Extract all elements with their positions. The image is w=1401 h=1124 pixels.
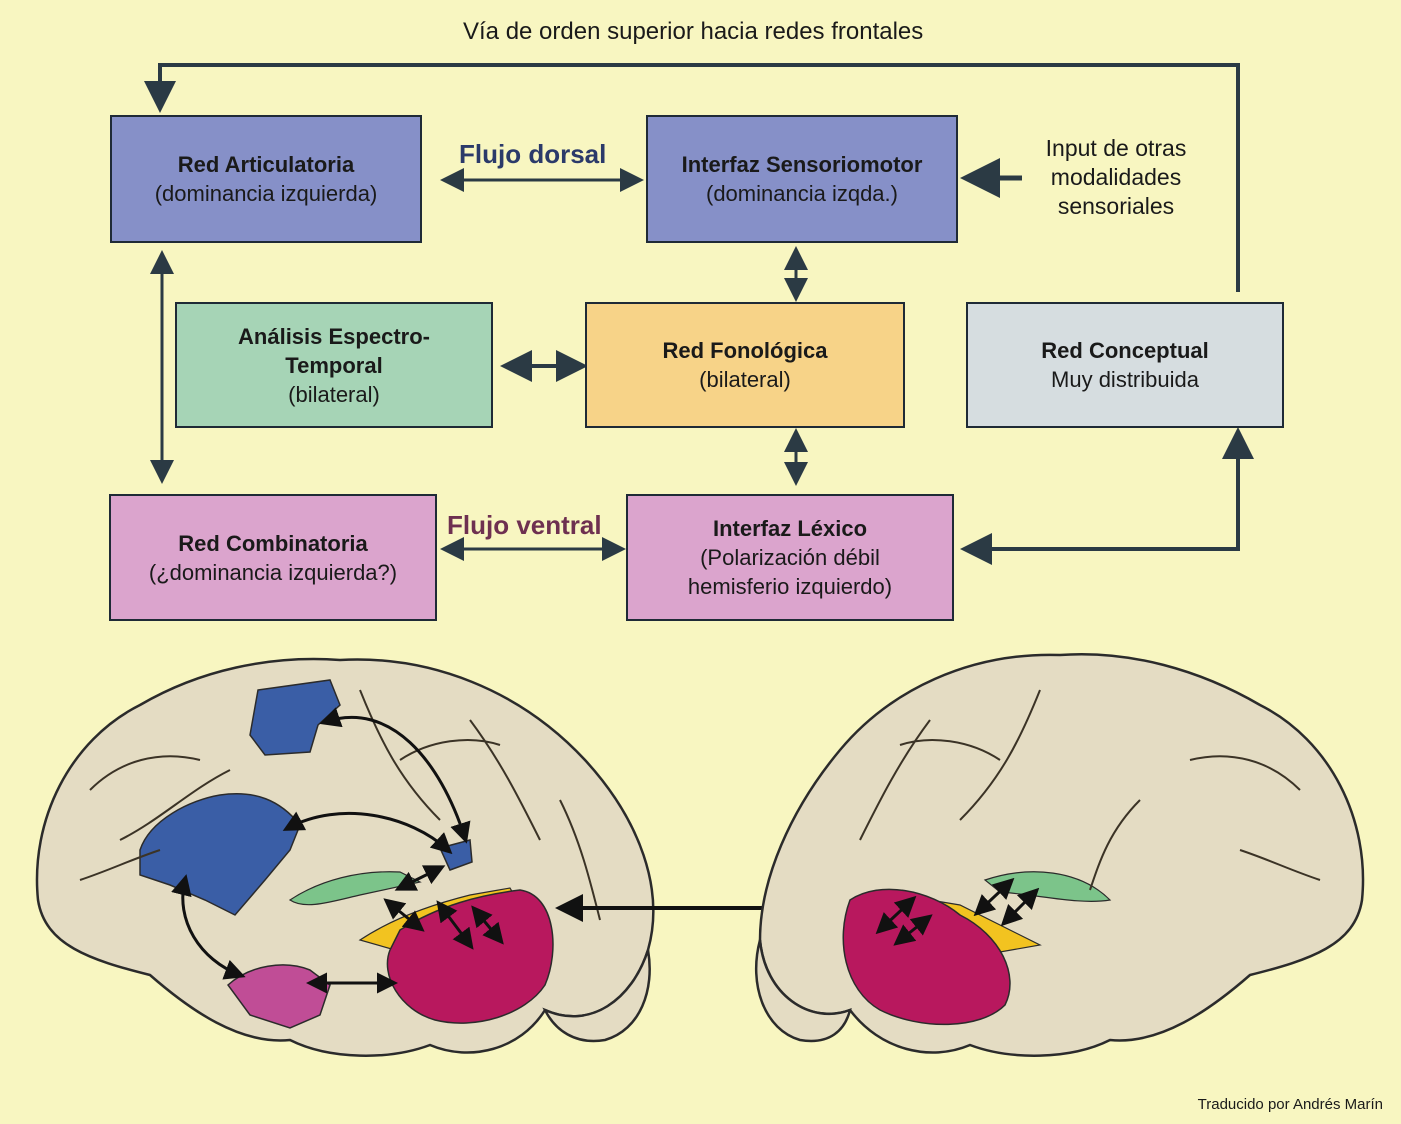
- box-title: Red Articulatoria: [177, 152, 355, 177]
- lexical-interface-box: Interfaz Léxico (Polarización débil hemi…: [626, 494, 954, 621]
- box-title: Red Conceptual: [1041, 338, 1209, 363]
- right-cerebellum: [755, 939, 852, 1043]
- left-cerebellum: [542, 949, 651, 1043]
- right-arrow-b: [1000, 887, 1040, 927]
- right-arrow-d: [893, 914, 933, 946]
- box-subtitle: (dominancia izquierda): [154, 181, 378, 206]
- box-subtitle: (¿dominancia izquierda?): [148, 559, 398, 585]
- box-title: Interfaz Sensoriomotor: [681, 152, 923, 177]
- left-internal-arrows: [171, 707, 504, 994]
- right-gyri-lines: [859, 689, 1321, 891]
- box-title: Análisis Espectro-Temporal: [238, 323, 430, 378]
- dorsal-stream-label: Flujo dorsal: [459, 139, 607, 169]
- box-subtitle: (Polarización débil hemisferio izquierdo…: [687, 545, 893, 599]
- left-arrow-mid: [282, 811, 453, 855]
- box-title: Interfaz Léxico: [712, 516, 868, 541]
- region-magenta: [386, 889, 554, 1024]
- conceptual-lexical-connector: [960, 427, 1254, 565]
- left-arrow-a: [394, 865, 446, 891]
- region-blue-upper: [249, 679, 341, 756]
- credit-text: Traducido por Andrés Marín: [1197, 1096, 1383, 1113]
- left-arrow-d: [471, 905, 504, 945]
- left-hemisphere: [35, 657, 655, 1057]
- right-brain-outline: [758, 653, 1365, 1057]
- top-path-label: Vía de orden superior hacia redes fronta…: [463, 18, 924, 45]
- phonological-network-box: Red Fonológica (bilateral): [585, 302, 905, 428]
- left-arrow-frontal: [171, 874, 246, 980]
- sensorimotor-interface-box: Interfaz Sensoriomotor (dominancia izqda…: [646, 115, 958, 243]
- box-subtitle: (bilateral): [699, 367, 791, 392]
- box-subtitle: Muy distribuida: [1051, 367, 1199, 392]
- articulatory-network-box: Red Articulatoria (dominancia izquierda): [110, 115, 422, 243]
- spectrotemporal-analysis-box: Análisis Espectro-Temporal (bilateral): [175, 302, 493, 428]
- right-hemisphere: [755, 653, 1365, 1057]
- box-subtitle: (bilateral): [288, 381, 380, 407]
- left-arrow-c: [436, 900, 474, 950]
- right-arrow-a: [973, 877, 1015, 917]
- sensory-input-label: Input de otras modalidades sensoriales: [1045, 135, 1187, 219]
- right-internal-arrows: [875, 877, 1040, 946]
- left-arrow-b: [383, 898, 425, 932]
- box-title: Red Fonológica: [662, 338, 828, 363]
- combinatorial-network-box: Red Combinatoria (¿dominancia izquierda?…: [109, 494, 437, 621]
- ventral-stream-label: Flujo ventral: [447, 510, 602, 540]
- left-arrow-upper: [319, 707, 471, 844]
- box-subtitle: (dominancia izqda.): [706, 181, 898, 206]
- top-loop-connector: [144, 63, 1240, 292]
- conceptual-network-box: Red Conceptual Muy distribuida: [966, 302, 1284, 428]
- box-title: Red Combinatoria: [178, 530, 368, 556]
